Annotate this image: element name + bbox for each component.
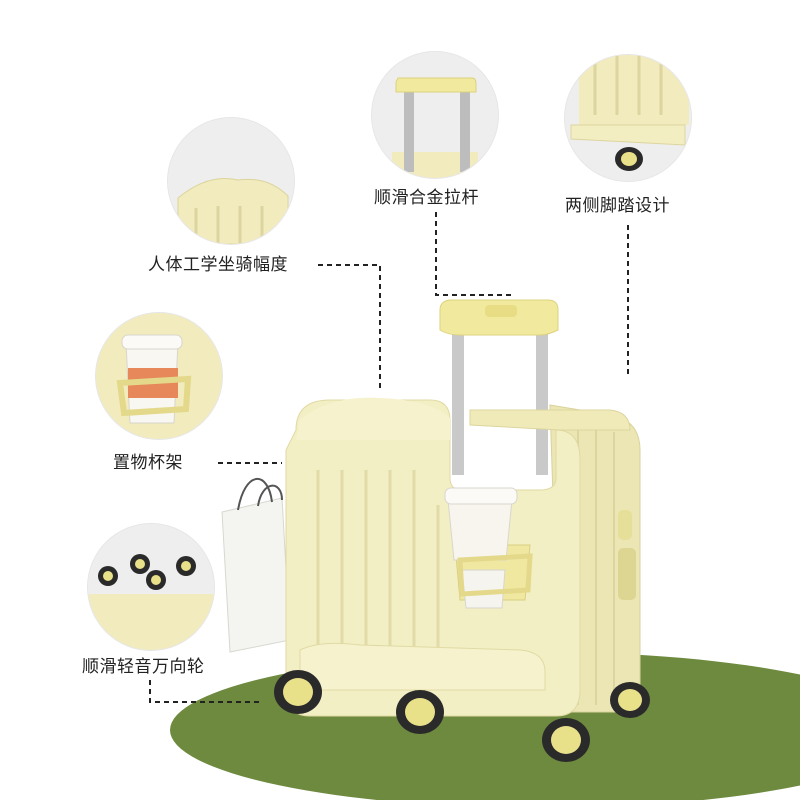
detail-circle-cupholder xyxy=(96,313,222,439)
detail-circle-handle xyxy=(372,52,498,178)
trolley-handle xyxy=(439,299,559,475)
wheel-front-right xyxy=(542,718,590,762)
detail-circle-wheels xyxy=(88,524,214,650)
wheel-back-right xyxy=(610,682,650,718)
label-cupholder: 置物杯架 xyxy=(113,453,183,473)
detail-circle-seat xyxy=(168,118,294,244)
wheel-front-mid xyxy=(396,690,444,734)
detail-circle-footrest xyxy=(565,55,691,181)
label-wheels: 顺滑轻音万向轮 xyxy=(82,657,205,677)
leader-handle xyxy=(435,212,512,296)
paper-bag xyxy=(221,478,291,653)
leader-seat xyxy=(318,264,381,392)
side-handle xyxy=(618,510,632,540)
wheels xyxy=(274,670,650,762)
leader-lines xyxy=(149,212,629,703)
label-seat: 人体工学坐骑幅度 xyxy=(148,255,288,275)
cup-holder xyxy=(444,487,533,609)
side-lock xyxy=(618,548,636,600)
label-footrest: 两侧脚踏设计 xyxy=(565,196,670,216)
wheel-front-left xyxy=(274,670,322,714)
leader-wheels xyxy=(149,680,262,703)
suitcase-front xyxy=(285,399,581,717)
label-handle: 顺滑合金拉杆 xyxy=(374,188,479,208)
